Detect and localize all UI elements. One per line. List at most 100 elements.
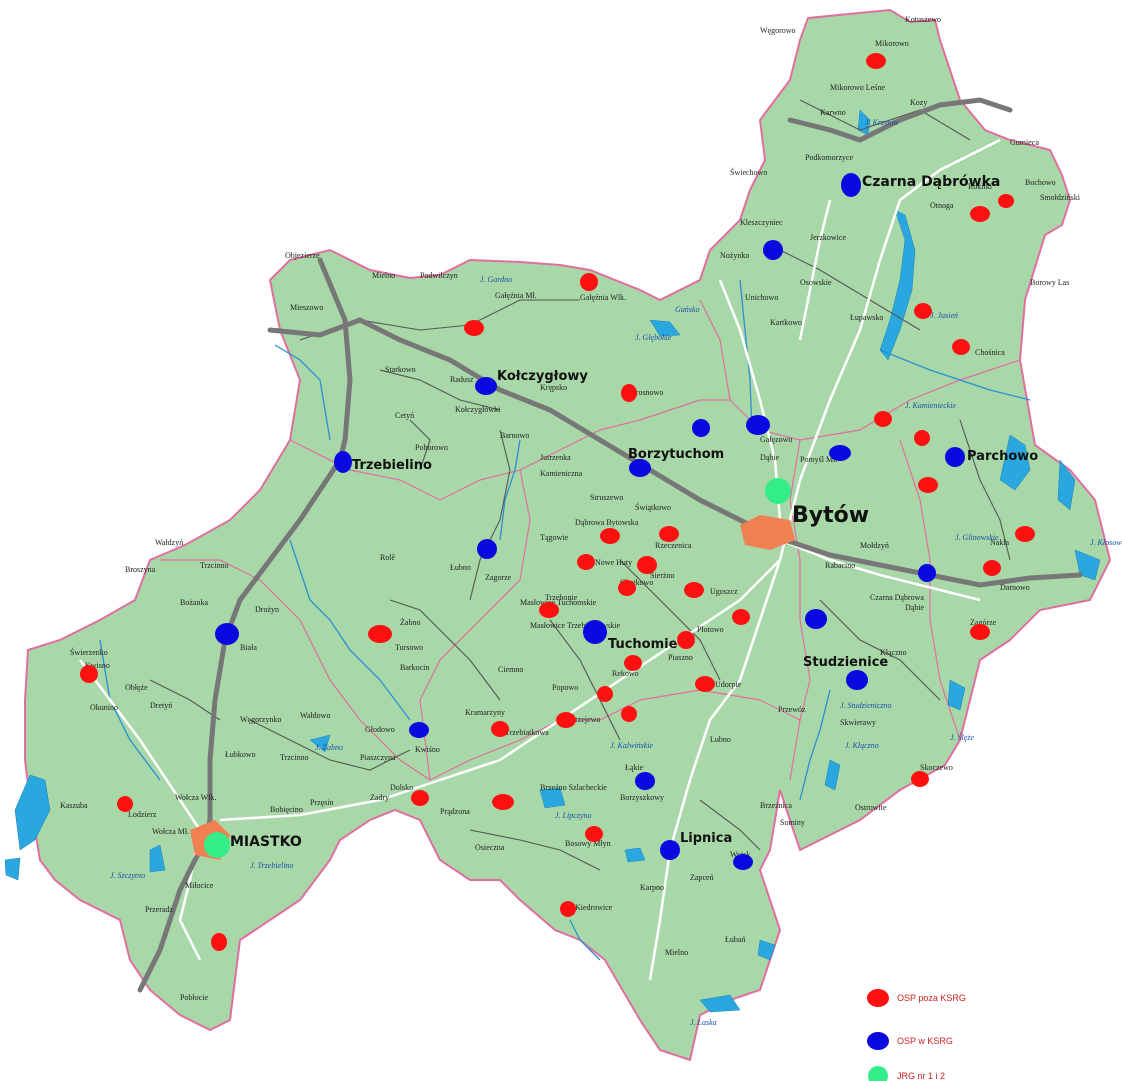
lake-label: J. Kłączno bbox=[845, 741, 879, 750]
town-label: Trzebonie bbox=[545, 593, 578, 602]
osp-marker-red bbox=[970, 206, 990, 222]
town-label: Barnowo bbox=[500, 431, 529, 440]
town-label: Świerzenko bbox=[70, 647, 108, 657]
bytow-urban-area bbox=[740, 515, 795, 550]
town-label: Poborowo bbox=[415, 443, 448, 452]
town-label: Brzeźnica bbox=[760, 801, 792, 810]
town-label: Podkomorzyce bbox=[805, 153, 853, 162]
town-label: Przeradz bbox=[145, 905, 173, 914]
town-label: Udorpie bbox=[715, 680, 742, 689]
town-label: Dąbie bbox=[760, 453, 780, 462]
town-label: Piaszczyna bbox=[360, 753, 396, 762]
town-label: Osieczna bbox=[475, 843, 505, 852]
town-label: Gałęźnia Mł. bbox=[495, 291, 537, 300]
osp-marker-blue bbox=[583, 620, 607, 644]
town-label: Dolsko bbox=[390, 783, 413, 792]
town-label: Smołdziński bbox=[1040, 193, 1081, 202]
osp-marker-red bbox=[80, 665, 98, 683]
town-label: Rzeczenica bbox=[655, 541, 692, 550]
gmina-label: Borzytuchom bbox=[628, 447, 724, 462]
town-label: Żabno bbox=[400, 618, 420, 627]
town-label: Czarna Dąbrowa bbox=[870, 593, 924, 602]
osp-marker-red bbox=[560, 901, 576, 917]
map-legend: OSP poza KSRG OSP w KSRG JRG nr 1 i 2 bbox=[867, 989, 966, 1081]
town-label: Dąbrowa Bytowska bbox=[575, 518, 639, 527]
osp-marker-red bbox=[556, 712, 576, 728]
town-label: Ostrowite bbox=[855, 803, 887, 812]
osp-marker-red bbox=[866, 53, 886, 69]
town-label: Kotuszewo bbox=[905, 15, 941, 24]
town-label: Nowe Huty bbox=[595, 558, 632, 567]
town-label: Okunino bbox=[90, 703, 118, 712]
town-label: Skoczewo bbox=[920, 763, 953, 772]
rivers bbox=[99, 279, 1031, 961]
town-label: Zadry bbox=[370, 793, 389, 802]
town-label: Mielno bbox=[665, 948, 688, 957]
osp-marker-blue bbox=[629, 459, 651, 477]
town-label: Węgorzynko bbox=[240, 715, 281, 724]
legend-marker-red bbox=[867, 989, 889, 1007]
lake-label: J. Szczytno bbox=[110, 871, 145, 880]
gmina-label: Tuchomie bbox=[608, 637, 678, 652]
town-label: Osowskie bbox=[800, 278, 832, 287]
osp-marker-red bbox=[684, 582, 704, 598]
town-label: Pomyśl Mł. bbox=[800, 455, 837, 464]
legend-marker-blue bbox=[867, 1032, 889, 1050]
town-label: Drożyn bbox=[255, 605, 279, 614]
town-label: Kaszuba bbox=[60, 801, 88, 810]
jrg-marker bbox=[204, 832, 230, 858]
town-labels: Węgorowo Mikorowo Kotuszewo Mikorowo Leś… bbox=[60, 15, 1081, 1002]
osp-marker-red bbox=[911, 771, 929, 787]
lake-label: J. Żabno bbox=[315, 743, 343, 752]
town-label: Bobięcino bbox=[270, 805, 303, 814]
town-label: Broszyna bbox=[125, 565, 156, 574]
osp-marker-red bbox=[998, 194, 1014, 208]
osp-marker-red bbox=[600, 528, 620, 544]
town-label: Przęsin bbox=[310, 798, 334, 807]
osp-marker-blue bbox=[829, 445, 851, 461]
town-label: Radusz bbox=[450, 375, 474, 384]
town-label: Skwierawy bbox=[840, 718, 876, 727]
osp-marker-blue bbox=[746, 415, 770, 435]
lake-label: J. Jasień bbox=[930, 311, 958, 320]
town-label: Barkocin bbox=[400, 663, 429, 672]
lake-labels: J. Krzynia J. Gardno J. Głębokie Gańsko … bbox=[110, 118, 1122, 1027]
osp-marker-blue bbox=[733, 854, 753, 870]
town-label: Borzyszkowy bbox=[620, 793, 664, 802]
osp-marker-red bbox=[695, 676, 715, 692]
town-label: Bosowy Młyn bbox=[565, 839, 611, 848]
town-label: Wałdowo bbox=[300, 711, 330, 720]
osp-marker-red bbox=[492, 794, 514, 810]
osp-marker-red bbox=[1015, 526, 1035, 542]
town-label: Darnowo bbox=[1000, 583, 1030, 592]
town-label: Piaszno bbox=[668, 653, 693, 662]
town-label: Pobłocie bbox=[180, 993, 208, 1002]
town-label: Zagórze bbox=[970, 618, 997, 627]
osp-marker-blue bbox=[635, 772, 655, 790]
osp-marker-red bbox=[659, 526, 679, 542]
town-label: Głodowo bbox=[365, 725, 395, 734]
lake-label: J. Kłosowo bbox=[1090, 538, 1122, 547]
town-label: Łubań bbox=[725, 935, 745, 944]
town-label: Kramarzyny bbox=[465, 708, 505, 717]
lake-label: J. Gardno bbox=[480, 275, 512, 284]
town-label: Kłączno bbox=[880, 648, 907, 657]
lake-label: Gańsko bbox=[675, 305, 699, 314]
osp-marker-blue bbox=[846, 670, 868, 690]
town-label: Mielno bbox=[372, 271, 395, 280]
miastko-label: MIASTKO bbox=[230, 834, 302, 850]
town-label: Kartkowo bbox=[770, 318, 802, 327]
town-label: Modrzejewo bbox=[560, 715, 600, 724]
town-label: Otnoga bbox=[930, 201, 954, 210]
town-label: Krępsko bbox=[540, 383, 567, 392]
town-label: Prądzona bbox=[440, 807, 470, 816]
legend-marker-green bbox=[868, 1066, 888, 1081]
town-label: Gumieca bbox=[1010, 138, 1039, 147]
town-label: Jutrzenka bbox=[540, 453, 571, 462]
town-label: Gałęzowo bbox=[760, 435, 792, 444]
osp-marker-red bbox=[539, 602, 559, 618]
osp-marker-red bbox=[732, 609, 750, 625]
osp-marker-red bbox=[624, 655, 642, 671]
town-label: Trzebiatkowa bbox=[505, 728, 549, 737]
town-label: Objezierze bbox=[285, 251, 320, 260]
